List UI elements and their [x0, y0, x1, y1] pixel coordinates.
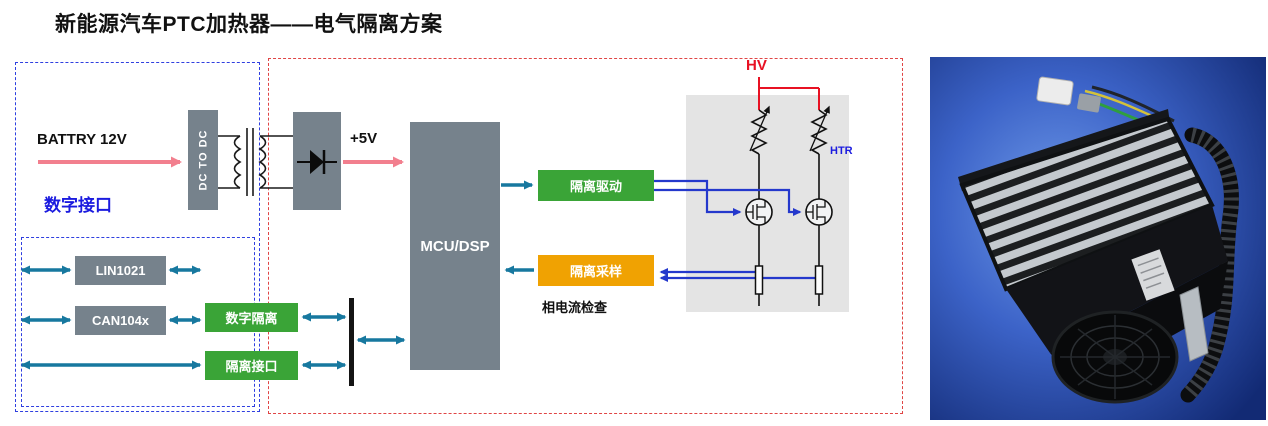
hv-label: HV — [746, 57, 767, 74]
lin-block: LIN1021 — [75, 256, 166, 285]
digital-interface-heading: 数字接口 — [44, 196, 112, 215]
dc-to-dc-label: DC TO DC — [197, 129, 209, 191]
digital-interface-outer-border — [15, 62, 260, 412]
metal-bracket — [1179, 286, 1209, 362]
can-block: CAN104x — [75, 306, 166, 335]
page-title: 新能源汽车PTC加热器——电气隔离方案 — [55, 13, 443, 36]
rail-5v-label: +5V — [350, 130, 378, 147]
battery-label: BATTRY 12V — [37, 131, 127, 148]
hv-circuit-panel — [686, 95, 849, 312]
isolation-section-border — [268, 58, 903, 414]
dc-to-dc-block: DC TO DC — [188, 110, 218, 210]
blower-fan — [1051, 310, 1179, 404]
gray-connector — [1077, 93, 1101, 113]
diode-symbol — [297, 150, 337, 174]
iso-drive-block: 隔离驱动 — [538, 170, 654, 201]
htr-label: HTR — [830, 145, 853, 157]
white-connector — [1036, 76, 1074, 106]
mcu-dsp-block: MCU/DSP — [410, 122, 500, 370]
ptc-heater-photo-art — [930, 57, 1266, 420]
isolation-interface-block: 隔离接口 — [205, 351, 298, 380]
iso-sample-block: 隔离采样 — [538, 255, 654, 286]
ptc-heater-photo — [930, 57, 1266, 420]
rectifier-block — [293, 112, 341, 210]
spec-label-sticker — [1131, 249, 1175, 301]
digital-isolation-block: 数字隔离 — [205, 303, 298, 332]
phase-current-note: 相电流检查 — [542, 300, 608, 315]
